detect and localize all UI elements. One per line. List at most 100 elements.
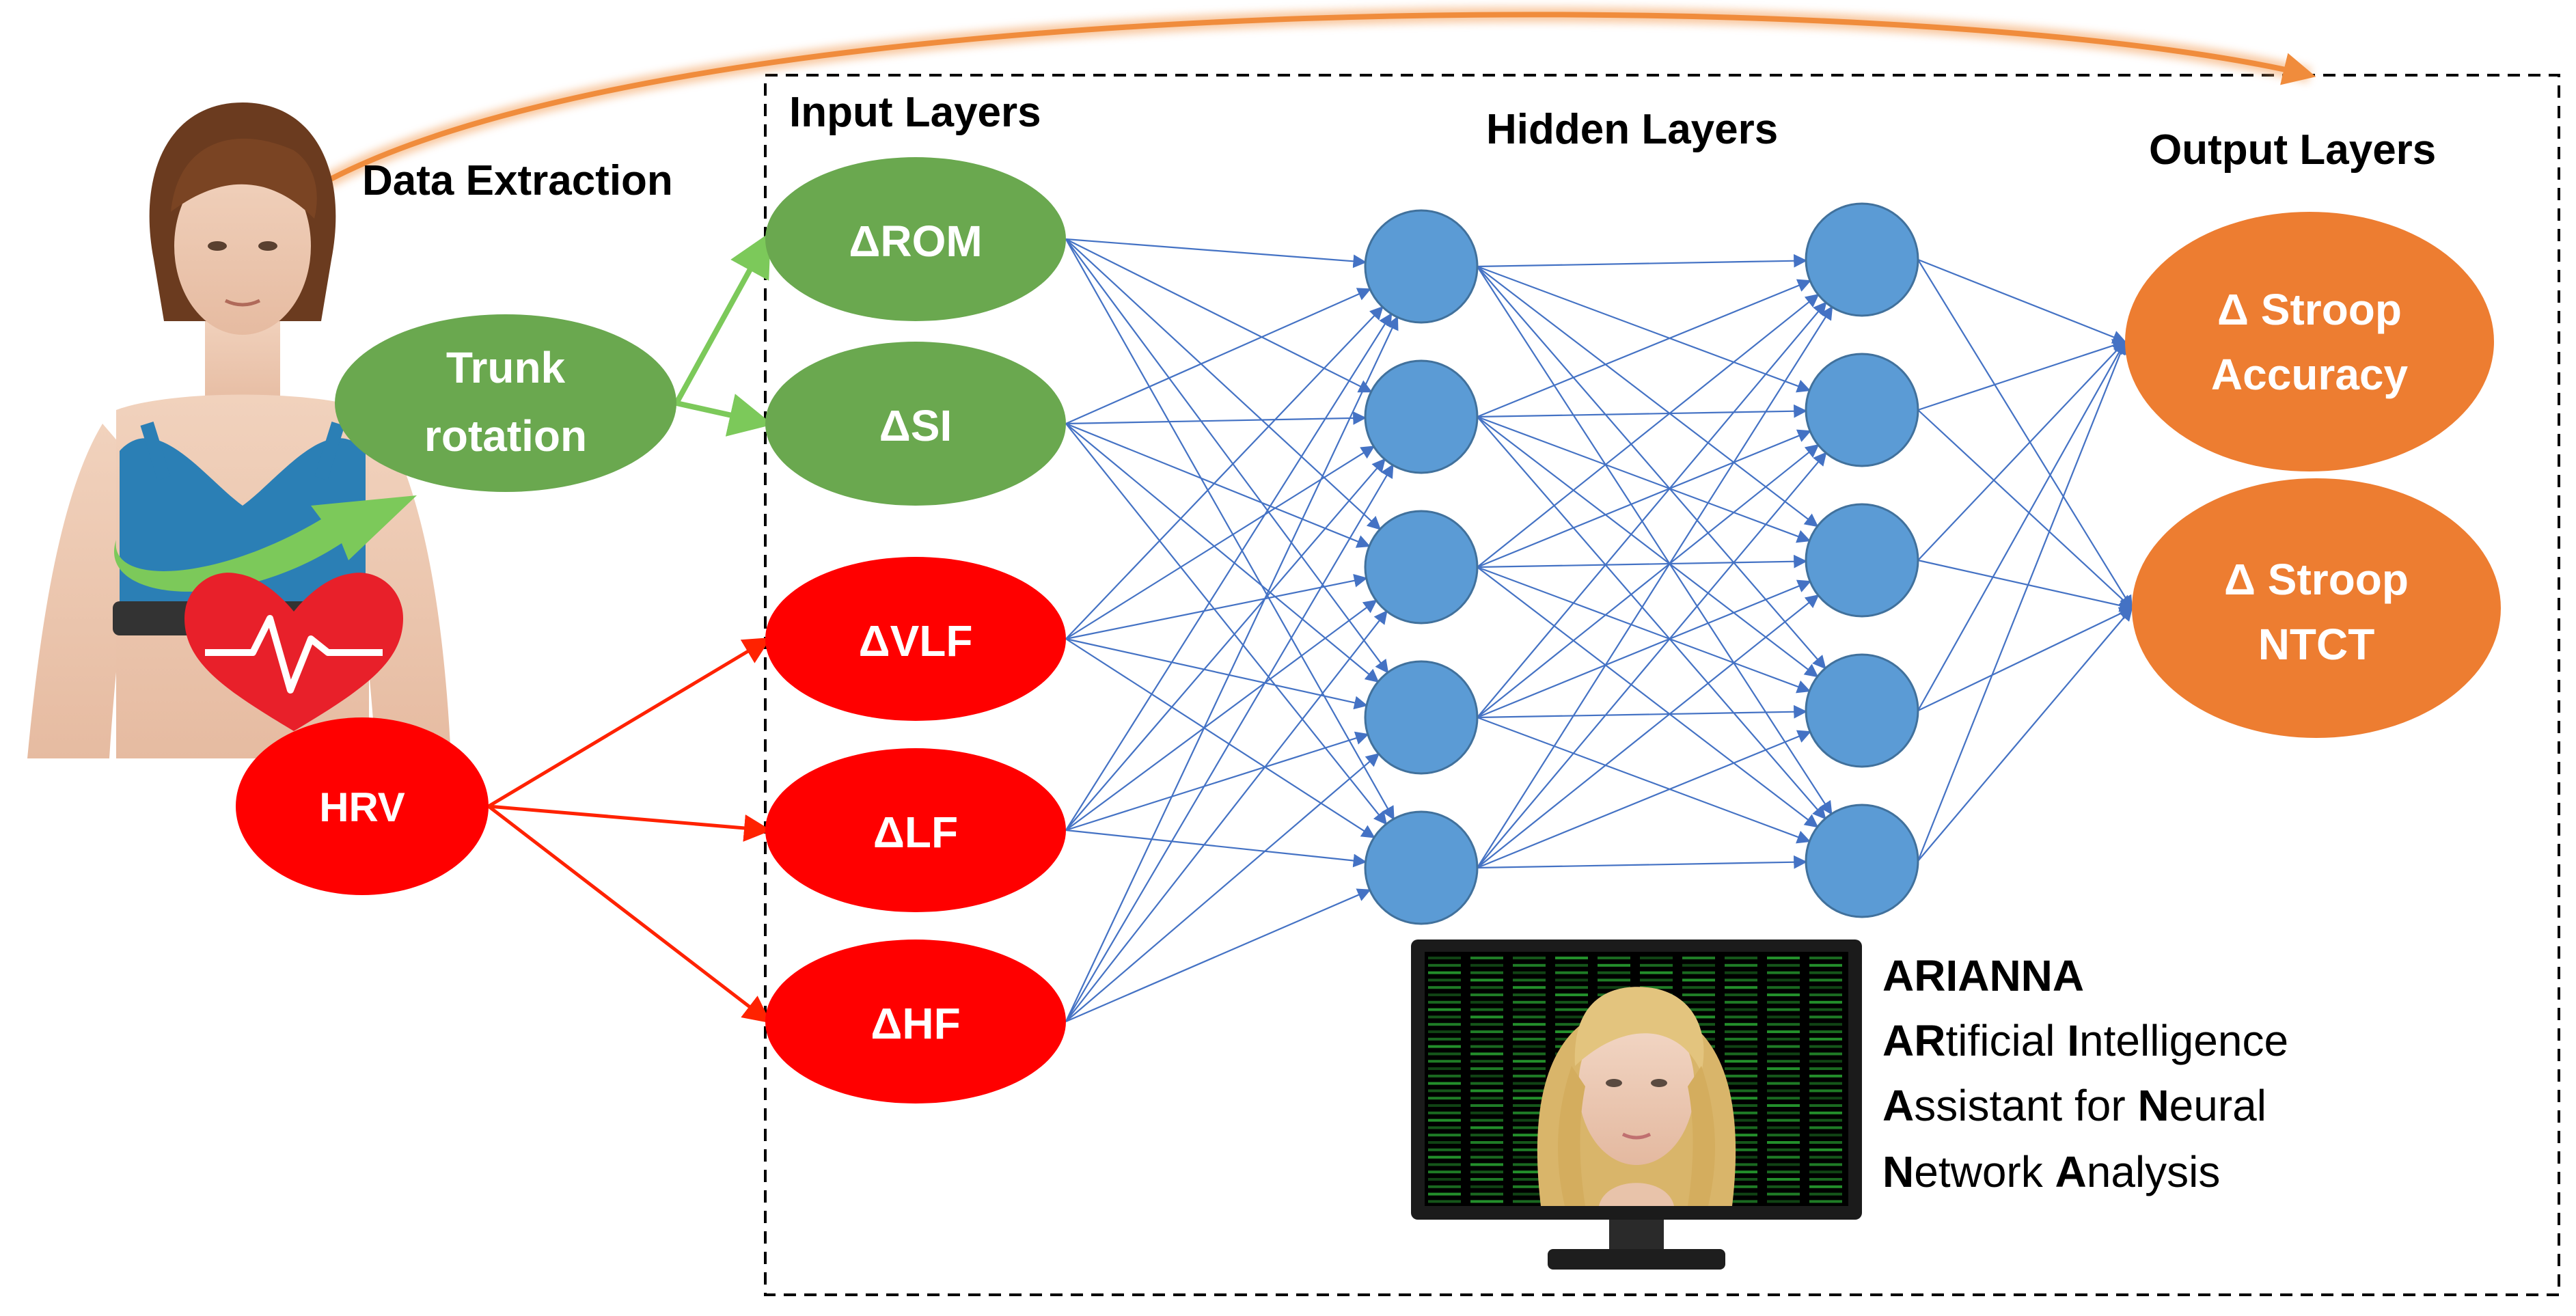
- code-glyph: [1470, 1023, 1503, 1026]
- code-glyph: [1555, 963, 1588, 967]
- code-glyph: [1767, 1134, 1800, 1137]
- code-glyph: [1428, 1045, 1461, 1048]
- code-glyph: [1767, 957, 1800, 959]
- network-frame: [764, 74, 2560, 1296]
- code-glyph: [1809, 1200, 1842, 1203]
- code-glyph: [1428, 1155, 1461, 1159]
- code-glyph: [1555, 986, 1588, 989]
- code-glyph: [1428, 971, 1461, 974]
- edge-input-1-hidden1-4: [1065, 423, 1388, 825]
- code-glyph: [1513, 1192, 1546, 1196]
- code-glyph: [1555, 1008, 1588, 1011]
- hidden-neuron-l2-5: [1805, 804, 1919, 918]
- code-glyph: [1470, 986, 1503, 989]
- code-glyph: [1725, 1030, 1757, 1033]
- input-label-hf: ΔHF: [871, 999, 960, 1048]
- code-glyph: [1428, 1008, 1461, 1011]
- code-glyph: [1809, 1126, 1842, 1129]
- code-glyph: [1470, 978, 1503, 982]
- output-accuracy-line2: Accuracy: [2211, 350, 2409, 399]
- code-glyph: [1767, 1170, 1800, 1174]
- edge-hidden2-2-output-1: [1917, 559, 2133, 612]
- edge-input-4-hidden1-3: [1065, 753, 1380, 1022]
- code-glyph: [1725, 1052, 1757, 1056]
- code-glyph: [1428, 978, 1461, 982]
- code-glyph: [1555, 978, 1588, 982]
- code-glyph: [1428, 1192, 1461, 1196]
- code-glyph: [1767, 1200, 1800, 1203]
- code-glyph: [1767, 1178, 1800, 1181]
- code-glyph: [1809, 1097, 1842, 1100]
- code-glyph: [1428, 957, 1461, 959]
- code-glyph: [1682, 963, 1715, 967]
- arianna-name: ARIANNA: [1882, 951, 2084, 1000]
- code-glyph: [1428, 1185, 1461, 1188]
- output-ntct-line2: NTCT: [2258, 620, 2375, 669]
- trunk-rotation-node: Trunk rotation: [335, 314, 676, 492]
- code-glyph: [1555, 1015, 1588, 1019]
- input-label-si: ΔSI: [879, 401, 952, 450]
- code-glyph: [1513, 1148, 1546, 1151]
- code-glyph: [1725, 986, 1757, 989]
- code-glyph: [1555, 971, 1588, 974]
- code-glyph: [1682, 1008, 1715, 1011]
- code-glyph: [1767, 986, 1800, 989]
- sensor-edges: [487, 232, 773, 1024]
- code-glyph: [1767, 1192, 1800, 1196]
- code-glyph: [1513, 1097, 1546, 1100]
- code-glyph: [1470, 1000, 1503, 1004]
- code-glyph: [1640, 963, 1673, 967]
- code-glyph: [1470, 1148, 1503, 1151]
- edge-input-2-hidden1-4: [1065, 638, 1375, 838]
- code-glyph: [1809, 1074, 1842, 1078]
- code-glyph: [1470, 1111, 1503, 1114]
- edge-input-3-hidden1-4: [1065, 829, 1367, 868]
- edge-hidden1-0-hidden2-4: [1477, 266, 1833, 815]
- input-node-vlf: [765, 557, 1066, 721]
- input-label-rom: ΔROM: [849, 217, 982, 266]
- code-glyph: [1470, 1089, 1503, 1093]
- code-glyph: [1513, 1155, 1546, 1159]
- heart-icon: [184, 573, 403, 731]
- edge-input-1-hidden1-0: [1065, 288, 1371, 425]
- edge-hidden1-2-hidden2-0: [1477, 293, 1820, 568]
- data-extraction-arrow: [282, 7, 2316, 212]
- code-glyph: [1767, 1082, 1800, 1085]
- code-glyph: [1809, 1067, 1842, 1070]
- code-glyph: [1428, 1067, 1461, 1070]
- edge-hidden1-4-hidden2-3: [1477, 730, 1811, 869]
- hidden-neuron-l2-4: [1805, 653, 1919, 768]
- code-glyph: [1809, 1185, 1842, 1188]
- code-glyph: [1767, 1008, 1800, 1011]
- code-glyph: [1725, 1104, 1757, 1107]
- code-glyph: [1513, 1134, 1546, 1137]
- code-glyph: [1767, 1052, 1800, 1056]
- edge-hidden1-4-hidden2-4: [1477, 855, 1807, 869]
- trunk-label-line1: Trunk: [446, 343, 566, 392]
- edge-hidden1-1-hidden2-0: [1477, 279, 1811, 418]
- edge-input-2-hidden1-0: [1065, 305, 1384, 640]
- code-glyph: [1725, 1163, 1757, 1166]
- edge-input-2-hidden1-2: [1065, 574, 1368, 640]
- code-glyph: [1428, 1134, 1461, 1137]
- code-glyph: [1428, 1074, 1461, 1078]
- code-glyph: [1428, 1141, 1461, 1144]
- input-layers-title: Input Layers: [789, 89, 1041, 136]
- arianna-avatar: [1537, 987, 1736, 1206]
- code-glyph: [1809, 1111, 1842, 1114]
- code-glyph: [1725, 993, 1757, 996]
- output-ntct-line1: Δ Stroop: [2224, 555, 2409, 604]
- code-glyph: [1809, 1163, 1842, 1166]
- input-label-lf: ΔLF: [873, 808, 958, 857]
- edge-hidden1-1-hidden2-4: [1477, 416, 1826, 820]
- code-glyph: [1470, 1141, 1503, 1144]
- code-glyph: [1513, 1104, 1546, 1107]
- code-glyph: [1640, 971, 1673, 974]
- code-glyph: [1767, 993, 1800, 996]
- code-glyph: [1725, 971, 1757, 974]
- code-glyph: [1513, 1008, 1546, 1011]
- code-glyph: [1555, 957, 1588, 959]
- edge-hidden1-4-hidden2-0: [1477, 305, 1833, 868]
- code-glyph: [1767, 1089, 1800, 1093]
- hidden-neuron-l1-2: [1364, 359, 1479, 474]
